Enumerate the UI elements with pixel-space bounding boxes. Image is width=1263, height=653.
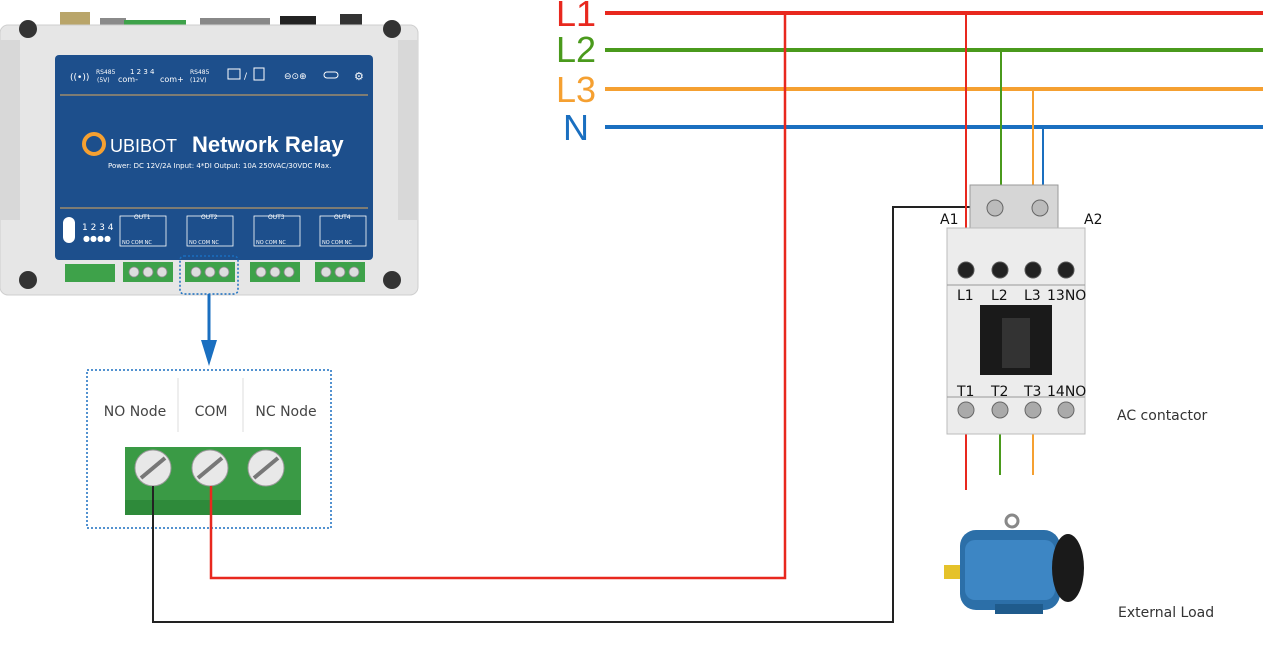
- case-rail-left: [0, 40, 20, 220]
- bottom-terminal-t3: T3: [1023, 384, 1041, 400]
- out3-label: OUT3: [268, 214, 285, 221]
- phase-label-l1: L1: [556, 0, 597, 34]
- com-to-l1-wire: [209, 13, 787, 580]
- output-terminal-strips: [65, 262, 365, 282]
- slash-glyph: /: [244, 72, 248, 82]
- input-numbers: 1 2 3 4: [82, 223, 114, 233]
- brand-name: UBIBOT: [110, 136, 177, 156]
- motor-body-highlight: [965, 540, 1055, 600]
- dc-power-icon: ⊖⊙⊕: [284, 72, 307, 82]
- com-plus-label: com+: [160, 75, 184, 84]
- control-wiring: [152, 13, 1044, 623]
- out1-pins: NO COM NC: [122, 240, 152, 246]
- out3-pins: NO COM NC: [256, 240, 286, 246]
- terminal-label-nc: NC Node: [255, 404, 317, 420]
- gear-icon: ⚙: [354, 70, 364, 83]
- contactor-actuator: [1002, 318, 1030, 368]
- mount-hole-tl: [19, 20, 37, 38]
- product-title: Network Relay: [192, 132, 344, 157]
- contactor-caption: AC contactor: [1117, 408, 1208, 424]
- coil-a2-label: A2: [1084, 212, 1102, 228]
- screw-no: [134, 449, 172, 487]
- out1-box: [119, 215, 167, 247]
- network-relay-module: ((•)) RS485 (5V) com- 1 2 3 4 com+ RS485…: [0, 12, 419, 296]
- mount-hole-tr: [383, 20, 401, 38]
- ubibot-logo-icon: [82, 132, 106, 156]
- screw-nc: [247, 449, 285, 487]
- no-to-a1-wire: [152, 206, 975, 623]
- out1-label: OUT1: [134, 214, 151, 221]
- zoomed-terminal: [86, 369, 332, 529]
- out4-pins: NO COM NC: [322, 240, 352, 246]
- com-minus-label: com-: [118, 75, 138, 84]
- load-caption: External Load: [1118, 605, 1215, 621]
- out2-label: OUT2: [201, 214, 218, 221]
- bottom-terminal-t2: T2: [990, 384, 1008, 400]
- zoom-arrow: [201, 294, 217, 366]
- coil-screw-a2: [1031, 199, 1049, 217]
- phase-label-n: N: [563, 107, 589, 148]
- bottom-terminal-t1: T1: [956, 384, 974, 400]
- top-terminal-l2: L2: [991, 288, 1008, 304]
- out2-pins: NO COM NC: [189, 240, 219, 246]
- input-dots: ●●●●: [83, 234, 111, 243]
- motor-lifting-eye: [1004, 513, 1020, 529]
- electric-motor: [944, 513, 1084, 614]
- out2-box: [186, 215, 234, 247]
- out4-box: [319, 215, 367, 247]
- output-group-3: OUT3 NO COM NC: [253, 214, 301, 247]
- coil-screw-a1: [986, 199, 1004, 217]
- out4-label: OUT4: [334, 214, 351, 221]
- input-pin-labels: 1 2 3 4: [130, 68, 155, 76]
- rs485-5v-sub: (5V): [97, 77, 110, 84]
- rs485-5v-label: RS485: [96, 69, 116, 76]
- zoom-terminal-base: [125, 500, 301, 515]
- motor-end-cap: [1052, 534, 1084, 602]
- out3-box: [253, 215, 301, 247]
- coil-a1-label: A1: [940, 212, 958, 228]
- spec-line: Power: DC 12V/2A Input: 4*DI Output: 10A…: [108, 162, 331, 170]
- rs485-12v-label: RS485: [190, 69, 210, 76]
- relay-face: [55, 55, 373, 260]
- ethernet-icon: [227, 68, 241, 80]
- sim-card-icon: [253, 67, 265, 81]
- terminal-label-com: COM: [194, 404, 228, 420]
- case-rail-right: [398, 40, 418, 220]
- terminal-label-no: NO Node: [103, 404, 167, 420]
- phase-label-l3: L3: [556, 69, 597, 110]
- usb-icon: [323, 71, 339, 79]
- output-group-1: OUT1 NO COM NC: [119, 214, 167, 247]
- mount-hole-bl: [19, 271, 37, 289]
- wireless-icon: ((•)): [70, 73, 89, 83]
- phase-lines: [605, 11, 1263, 129]
- mount-hole-br: [383, 271, 401, 289]
- phase-label-l2: L2: [556, 29, 597, 70]
- bottom-terminal-14no: 14NO: [1047, 384, 1086, 400]
- output-group-2: OUT2 NO COM NC: [186, 214, 234, 247]
- top-terminal-l3: L3: [1024, 288, 1041, 304]
- ac-contactor: [946, 184, 1086, 435]
- top-terminal-13no: 13NO: [1047, 288, 1086, 304]
- rs485-12v-sub: (12V): [190, 77, 206, 84]
- input-led-indicator: [63, 217, 75, 243]
- screw-com: [191, 449, 229, 487]
- output-group-4: OUT4 NO COM NC: [319, 214, 367, 247]
- top-terminal-l1: L1: [957, 288, 974, 304]
- motor-base: [995, 604, 1043, 614]
